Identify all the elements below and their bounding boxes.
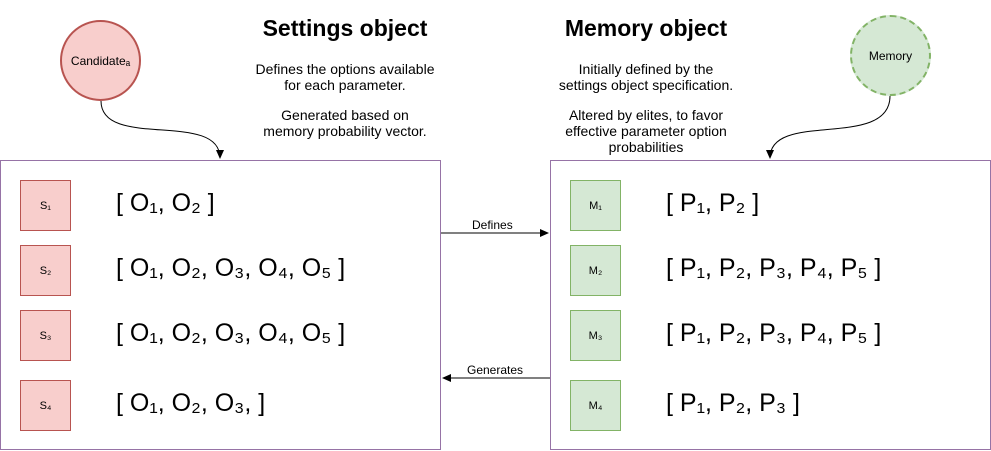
- settings-row-label-s4: S₄: [20, 380, 71, 431]
- candidate-node: Candidateₐ: [60, 20, 141, 101]
- memory-desc-line: effective parameter option: [565, 123, 727, 139]
- memory-desc-line: probabilities: [608, 139, 684, 155]
- settings-row-vector-s1: [ O₁, O₂ ]: [116, 189, 215, 217]
- memory-row-vector-m2: [ P₁, P₂, P₃, P₄, P₅ ]: [666, 254, 882, 282]
- memory-label: Memory: [868, 48, 913, 63]
- memory-panel: [550, 160, 991, 450]
- generates-label: Generates: [465, 363, 526, 377]
- settings-row-vector-s2: [ O₁, O₂, O₃, O₄, O₅ ]: [116, 254, 346, 282]
- settings-row-label-s2: S₂: [20, 245, 71, 296]
- settings-row-label-s3: S₃: [20, 310, 71, 361]
- defines-label: Defines: [470, 218, 515, 232]
- memory-row-label-m2: M₂: [570, 245, 621, 296]
- memory-desc-line: Initially defined by the: [578, 61, 714, 77]
- memory-row-label-m1: M₁: [570, 180, 621, 231]
- memory-row-label-m3: M₃: [570, 310, 621, 361]
- memory-desc-line: settings object specification.: [558, 77, 734, 93]
- memory-title: Memory object: [564, 15, 728, 41]
- settings-row-label-s1: S₁: [20, 180, 71, 231]
- memory-description: Initially defined by the settings object…: [530, 61, 762, 155]
- memory-row-vector-m3: [ P₁, P₂, P₃, P₄, P₅ ]: [666, 319, 882, 347]
- memory-row-label-m4: M₄: [570, 380, 621, 431]
- settings-desc-line: memory probability vector.: [263, 123, 427, 139]
- candidate-to-settings-arrow: [100, 100, 224, 159]
- settings-title: Settings object: [262, 15, 428, 41]
- settings-panel: [0, 160, 441, 450]
- settings-row-vector-s3: [ O₁, O₂, O₃, O₄, O₅ ]: [116, 319, 346, 347]
- memory-node: Memory: [850, 15, 931, 96]
- memory-row-vector-m1: [ P₁, P₂ ]: [666, 189, 760, 217]
- settings-row-vector-s4: [ O₁, O₂, O₃, ]: [116, 389, 266, 417]
- settings-desc-line: for each parameter.: [284, 77, 406, 93]
- memory-desc-line: Altered by elites, to favor: [568, 107, 724, 123]
- candidate-label: Candidateₐ: [70, 53, 131, 68]
- memory-to-memory-object-arrow: [766, 95, 891, 159]
- settings-description: Defines the options available for each p…: [230, 61, 460, 139]
- settings-desc-line: Generated based on: [281, 107, 409, 123]
- settings-desc-line: Defines the options available: [255, 61, 435, 77]
- memory-row-vector-m4: [ P₁, P₂, P₃ ]: [666, 389, 800, 417]
